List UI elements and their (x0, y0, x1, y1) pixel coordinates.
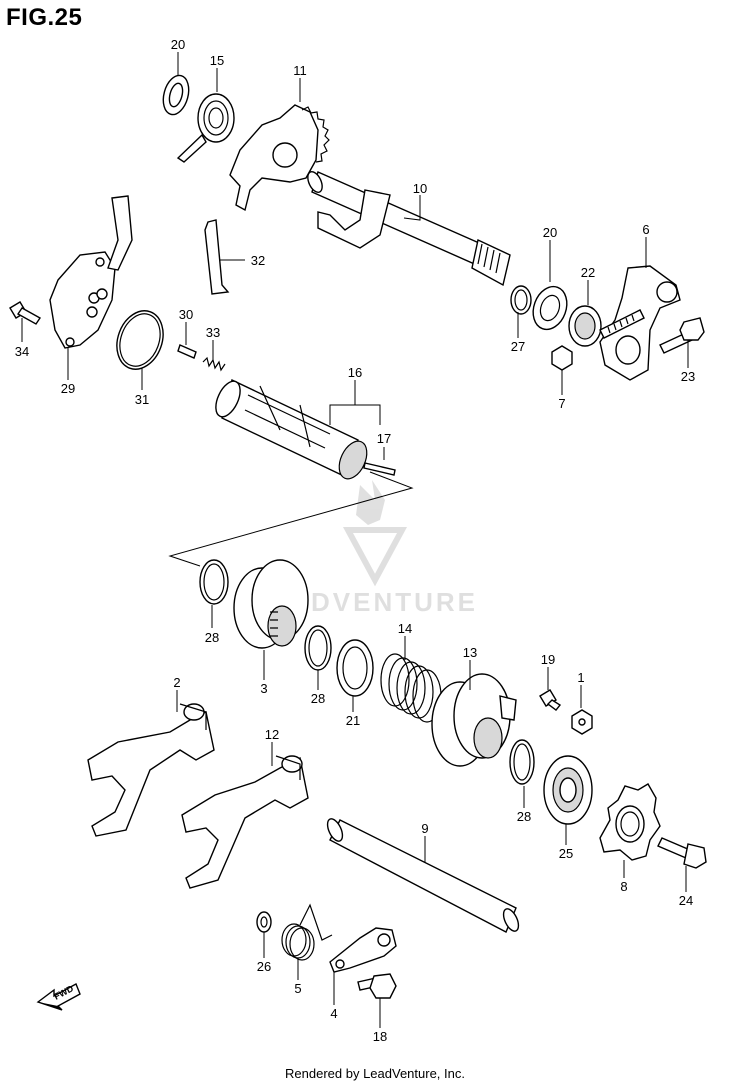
fwd-arrow-icon: FWD (36, 983, 81, 1011)
callout: 14 (398, 621, 412, 636)
callout: 30 (179, 307, 193, 322)
callout: 21 (346, 713, 360, 728)
callout: 16 (348, 365, 362, 380)
part-31-o-ring (116, 310, 164, 370)
callout-labels: 20 15 11 10 32 20 22 6 30 33 34 29 31 27… (15, 37, 695, 1044)
part-26-washer (256, 911, 272, 933)
part-13-shift-cam (431, 673, 517, 767)
part-6-shift-cam-lever (599, 265, 681, 381)
callout: 13 (463, 645, 477, 660)
callout: 11 (293, 63, 307, 78)
part-28-circlip-2 (304, 625, 332, 671)
part-28-circlip-3 (509, 739, 535, 785)
callout: 2 (173, 675, 180, 690)
part-15-spring (176, 93, 235, 163)
callout: 18 (373, 1029, 387, 1044)
callout: 15 (210, 53, 224, 68)
part-33-spring (202, 356, 226, 372)
callout: 3 (260, 681, 267, 696)
callout: 33 (206, 325, 220, 340)
part-28-circlip-1 (199, 559, 229, 605)
part-24-bolt (657, 837, 707, 869)
callout: 31 (135, 392, 149, 407)
part-1-nut (571, 709, 593, 735)
part-30-pin (177, 344, 197, 359)
part-20-washer-right (532, 285, 568, 331)
part-22-bearing (568, 305, 602, 347)
callout: 24 (679, 893, 693, 908)
part-7-nut (551, 345, 573, 371)
callout: 32 (251, 253, 265, 268)
part-23-bolt (659, 317, 705, 354)
leader-lines (21, 52, 689, 1028)
callout: 25 (559, 846, 573, 861)
callout: 20 (543, 225, 557, 240)
callout: 19 (541, 652, 555, 667)
part-5-spring (281, 903, 333, 961)
callout: 34 (15, 344, 29, 359)
part-34-bolt (9, 301, 42, 325)
callout: 1 (577, 670, 584, 685)
part-27-circlip (510, 285, 532, 315)
part-2-shift-fork (87, 703, 215, 837)
part-10-gearshift-shaft (307, 171, 511, 287)
part-3-shift-cam (233, 559, 309, 649)
callout: 7 (558, 396, 565, 411)
callout: 8 (620, 879, 627, 894)
callout: 28 (205, 630, 219, 645)
part-4-stopper (329, 927, 397, 973)
part-9-fork-shaft (326, 818, 520, 933)
part-12-shift-fork (181, 755, 309, 889)
callout: 5 (294, 981, 301, 996)
part-8-shift-drum-gear (599, 783, 661, 861)
callout: 6 (642, 222, 649, 237)
callout: 17 (377, 431, 391, 446)
callout: 12 (265, 727, 279, 742)
part-14-spring (380, 653, 442, 723)
callout: 28 (517, 809, 531, 824)
callout: 28 (311, 691, 325, 706)
callout: 22 (581, 265, 595, 280)
part-21-washer (336, 639, 374, 697)
callout: 10 (413, 181, 427, 196)
callout: 9 (421, 821, 428, 836)
part-16-shift-drum (215, 379, 396, 480)
part-32-clip (204, 219, 230, 295)
part-11-gearshift-arm (229, 104, 330, 212)
part-20-washer-top (162, 74, 190, 116)
part-29-cover (49, 195, 133, 349)
callout: 4 (330, 1006, 337, 1021)
assembly-guide (168, 471, 414, 567)
figure-title: FIG.25 (6, 4, 83, 31)
callout: 20 (171, 37, 185, 52)
callout: 29 (61, 381, 75, 396)
callout: 27 (511, 339, 525, 354)
callout: 23 (681, 369, 695, 384)
part-18-bolt (357, 973, 397, 999)
part-25-bearing (543, 755, 593, 825)
part-19-screw (539, 689, 562, 711)
footer-credit: Rendered by LeadVenture, Inc. (285, 1066, 465, 1081)
callout: 26 (257, 959, 271, 974)
